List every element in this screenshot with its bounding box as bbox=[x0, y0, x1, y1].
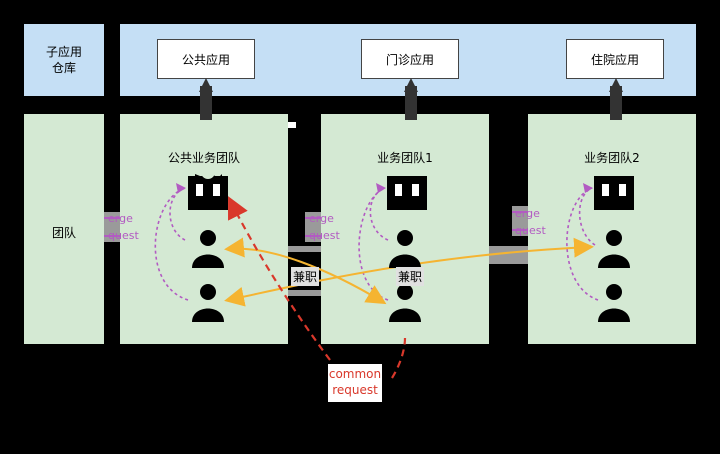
member-icons bbox=[192, 230, 630, 322]
review-arrowheads bbox=[176, 183, 593, 193]
common-request-label: common request bbox=[328, 364, 382, 402]
team-title-public: 公共业务团队 bbox=[167, 151, 240, 165]
deploy-arrow-public bbox=[199, 78, 213, 120]
leader-icon-2 bbox=[594, 176, 634, 210]
leader-icon-public bbox=[188, 165, 228, 210]
team-title-1: 业务团队1 bbox=[377, 151, 433, 165]
parttime-label-2: 兼职 bbox=[396, 267, 425, 286]
merge-arrows bbox=[104, 211, 528, 237]
deploy-arrow-2 bbox=[609, 78, 623, 120]
parttime-arrows bbox=[224, 237, 594, 307]
app-box-public: 公共应用 bbox=[157, 39, 255, 79]
merge-tag-bg-3 bbox=[512, 206, 528, 236]
team-header-cell bbox=[24, 114, 104, 344]
team-title-2: 业务团队2 bbox=[584, 151, 640, 165]
common-request-arrows bbox=[228, 196, 407, 379]
repo-header-cell bbox=[24, 24, 104, 96]
merge-tag-bg-1 bbox=[104, 212, 120, 242]
small-marker bbox=[288, 122, 296, 128]
repo-label: 子应用 仓库 bbox=[45, 45, 82, 75]
team-label: 团队 bbox=[51, 226, 76, 240]
app-box-outpatient: 门诊应用 bbox=[361, 39, 459, 79]
leader-icon-1 bbox=[387, 176, 427, 210]
app-box-inpatient: 住院应用 bbox=[566, 39, 664, 79]
deploy-arrow-1 bbox=[404, 78, 418, 120]
merge-tag-bg-2 bbox=[305, 212, 321, 242]
parttime-label-1: 兼职 bbox=[291, 267, 320, 286]
